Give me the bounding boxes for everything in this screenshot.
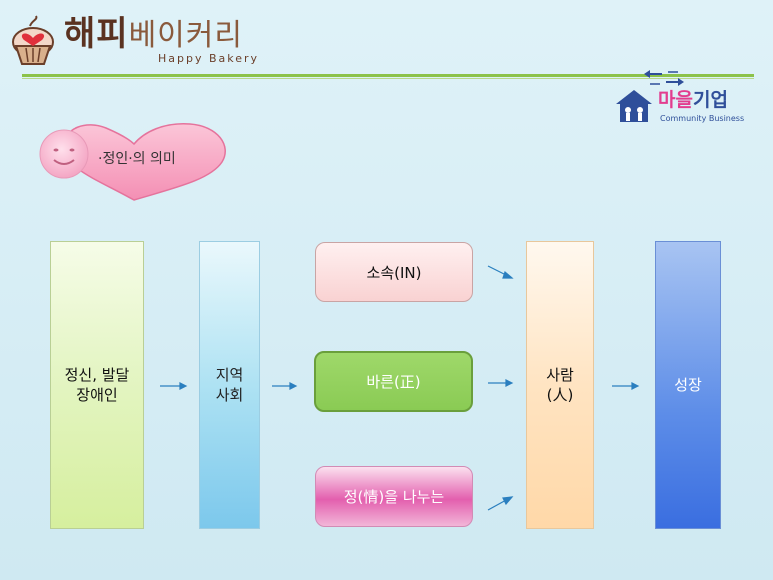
growth-box-label: 성장 bbox=[674, 376, 702, 394]
logo-title: 해피베이커리 bbox=[64, 14, 243, 56]
arrow-source-to-community bbox=[160, 382, 188, 390]
community-box: 지역 사회 bbox=[199, 241, 260, 529]
person-box: 사람 (人) bbox=[526, 241, 594, 529]
partner-logo-title: 마을기업 bbox=[658, 88, 728, 112]
community-business-logo: 마을기업 Community Business bbox=[614, 68, 754, 130]
source-box-line1: 정신, 발달 bbox=[64, 366, 130, 384]
partner-logo-subtitle: Community Business bbox=[660, 114, 745, 123]
cupcake-icon bbox=[12, 15, 54, 65]
partner-logo-title-part1: 마을 bbox=[658, 89, 693, 111]
logo-subtitle: Happy Bakery bbox=[158, 52, 260, 65]
logo-title-part2: 베이커리 bbox=[128, 18, 243, 53]
person-box-line2: (人) bbox=[546, 386, 574, 404]
badge-label: ·정인·의 의미 bbox=[98, 151, 176, 167]
growth-box: 성장 bbox=[655, 241, 721, 529]
meaning-box-sharing-affection: 정(情)을 나누는 bbox=[315, 466, 473, 527]
smiley-face-icon bbox=[39, 129, 89, 179]
arrow-belonging-to-person bbox=[487, 265, 514, 279]
meaning-box-righteous: 바른(正) bbox=[314, 351, 473, 412]
logo-title-part1: 해피 bbox=[64, 14, 129, 54]
meaning-box-belonging: 소속(IN) bbox=[315, 242, 473, 302]
arrow-righteous-to-person bbox=[488, 379, 514, 387]
header-divider-shadow bbox=[22, 78, 754, 79]
exchange-arrows-icon bbox=[644, 70, 684, 86]
community-box-line1: 지역 bbox=[215, 366, 244, 384]
arrow-sharing-to-person bbox=[487, 496, 514, 511]
header-divider bbox=[22, 74, 754, 77]
source-box-disabled-persons: 정신, 발달 장애인 bbox=[50, 241, 144, 529]
arrow-person-to-growth bbox=[612, 382, 640, 390]
source-box-line2: 장애인 bbox=[76, 386, 118, 404]
house-icon bbox=[616, 90, 652, 122]
community-box-line2: 사회 bbox=[215, 386, 244, 404]
partner-logo-title-part2: 기업 bbox=[692, 89, 728, 111]
happy-bakery-logo: 해피베이커리 Happy Bakery bbox=[8, 8, 268, 70]
arrow-community-to-meanings bbox=[272, 382, 298, 390]
person-box-line1: 사람 bbox=[546, 366, 574, 384]
